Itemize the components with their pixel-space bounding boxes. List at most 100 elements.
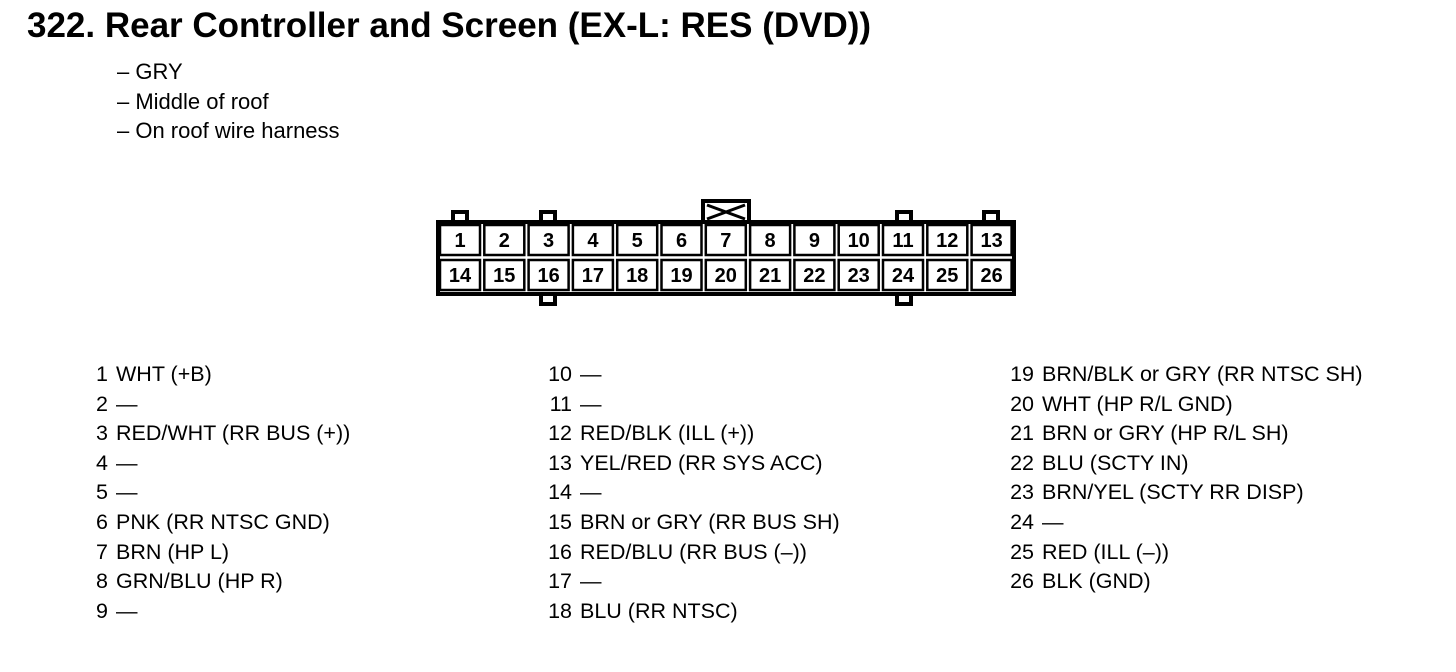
pin-number: 25 — [1010, 539, 1034, 564]
pin-list-column-3: 19 BRN/BLK or GRY (RR NTSC SH) 20 WHT (HP R… — [998, 360, 1363, 597]
pin-description: PNK (RR NTSC GND) — [116, 509, 330, 534]
pin-description: WHT (HP R/L GND) — [1042, 391, 1233, 416]
pin-entry: 12 RED/BLK (ILL (+)) — [536, 419, 840, 449]
pin-entry: 17— — [536, 567, 840, 597]
cavity-number: 21 — [759, 265, 781, 287]
pin-description: BRN (HP L) — [116, 539, 230, 564]
connector-cavity — [926, 223, 969, 257]
pin-description: — — [116, 598, 138, 623]
pin-entry: 13 YEL/RED (RR SYS ACC) — [536, 449, 840, 479]
pin-description: YEL/RED (RR SYS ACC) — [580, 450, 823, 475]
pin-description: — — [116, 391, 138, 416]
pin-description: — — [580, 569, 602, 594]
connector-cavity — [748, 223, 792, 257]
pin-number: 3 — [96, 421, 108, 446]
cavity-number: 7 — [720, 230, 731, 252]
cavity-number: 10 — [848, 230, 870, 252]
pin-entry: 11 — — [536, 390, 840, 420]
connector-cavity — [704, 258, 748, 292]
cavity-number: 19 — [670, 265, 692, 287]
pin-number: 2 — [96, 391, 108, 416]
pin-number: 13 — [548, 450, 572, 475]
pin-number: 23 — [1010, 480, 1034, 505]
cavity-number: 15 — [493, 265, 515, 287]
pin-description: — — [580, 362, 602, 386]
pin-entry: 26 BLK (GND) — [998, 567, 1363, 597]
connector-notes: – GRY – Middle of roof – On roof wire ha… — [117, 57, 340, 146]
pin-description: — — [580, 480, 602, 505]
pin-number: 5 — [96, 480, 108, 505]
page-title: 322. Rear Controller and Screen (EX-L: R… — [27, 6, 872, 45]
connector-cavity — [615, 223, 659, 257]
pin-description: BLU (RR NTSC) — [580, 598, 738, 623]
connector-cavity — [970, 223, 1013, 257]
connector-cavity — [483, 223, 526, 257]
cavity-number: 16 — [537, 265, 559, 287]
cavity-number: 18 — [626, 265, 648, 287]
connector-cavity — [483, 258, 526, 292]
cavity-number: 8 — [765, 230, 776, 252]
pin-entry: 4— — [80, 449, 350, 479]
pin-description: BRN/YEL (SCTY RR DISP) — [1042, 480, 1304, 505]
pin-entry: 3 RED/WHT (RR BUS (+)) — [80, 419, 350, 449]
pin-number: 19 — [1010, 362, 1034, 386]
cavity-number: 1 — [454, 230, 465, 252]
cavity-number: 24 — [892, 265, 915, 287]
pin-list-column-2: 10—11 — 12 RED/BLK (ILL (+)) 13 YEL/RED (RR S… — [536, 360, 840, 626]
connector-cavity — [793, 223, 836, 257]
pin-number: 15 — [548, 509, 572, 534]
cavity-number: 14 — [449, 265, 472, 287]
pin-entry: 25 RED (ILL (–)) — [998, 538, 1363, 568]
connector-cavity — [881, 223, 925, 257]
pin-number: 26 — [1010, 569, 1034, 594]
pin-number: 20 — [1010, 391, 1034, 416]
pin-number: 8 — [96, 569, 108, 594]
pin-description: BLK (GND) — [1042, 569, 1151, 594]
cavity-number: 9 — [809, 230, 820, 252]
cavity-number: 2 — [499, 230, 510, 252]
connector-cavity — [660, 223, 703, 257]
pin-entry: 8 GRN/BLU (HP R) — [80, 567, 350, 597]
connector-cavity — [660, 258, 703, 292]
connector-cavity — [527, 223, 570, 257]
pin-number: 11 — [549, 391, 572, 416]
connector-cavity — [438, 223, 482, 257]
cavity-number: 5 — [632, 230, 643, 252]
pin-description: RED (ILL (–)) — [1042, 539, 1170, 564]
connector-cavity — [527, 258, 570, 292]
cavity-number: 23 — [848, 265, 870, 287]
cavity-number: 3 — [543, 230, 554, 252]
pin-number: 12 — [548, 421, 572, 446]
pin-number: 24 — [1010, 509, 1034, 534]
note-location: – Middle of roof — [117, 88, 269, 114]
connector-cavity — [793, 258, 836, 292]
pin-entry: 7 BRN (HP L) — [80, 538, 350, 568]
pin-description: RED/BLK (ILL (+)) — [580, 421, 755, 446]
pin-number: 1 — [96, 362, 108, 386]
pin-description: GRN/BLU (HP R) — [116, 569, 283, 594]
pin-number: 6 — [96, 509, 108, 534]
pin-number: 7 — [96, 539, 108, 564]
pin-description: RED/BLU (RR BUS (–)) — [580, 539, 807, 564]
connector-cavity — [748, 258, 792, 292]
pin-number: 16 — [548, 539, 572, 564]
pin-entry: 10— — [536, 360, 840, 390]
cavity-number: 12 — [936, 230, 958, 252]
key-cross-line — [706, 203, 746, 221]
cavity-number: 4 — [587, 230, 599, 252]
pin-description: — — [116, 450, 138, 475]
cavity-number: 26 — [980, 265, 1002, 287]
pin-description: BRN/BLK or GRY (RR NTSC SH) — [1042, 362, 1363, 386]
connector-cavity — [571, 223, 615, 257]
pin-description: — — [580, 391, 602, 416]
connector-cavity — [881, 258, 925, 292]
pin-entry: 5— — [80, 478, 350, 508]
connector-cavity — [615, 258, 659, 292]
pin-description: RED/WHT (RR BUS (+)) — [116, 421, 351, 446]
pin-number: 14 — [548, 480, 572, 505]
cavity-number: 20 — [715, 265, 737, 287]
